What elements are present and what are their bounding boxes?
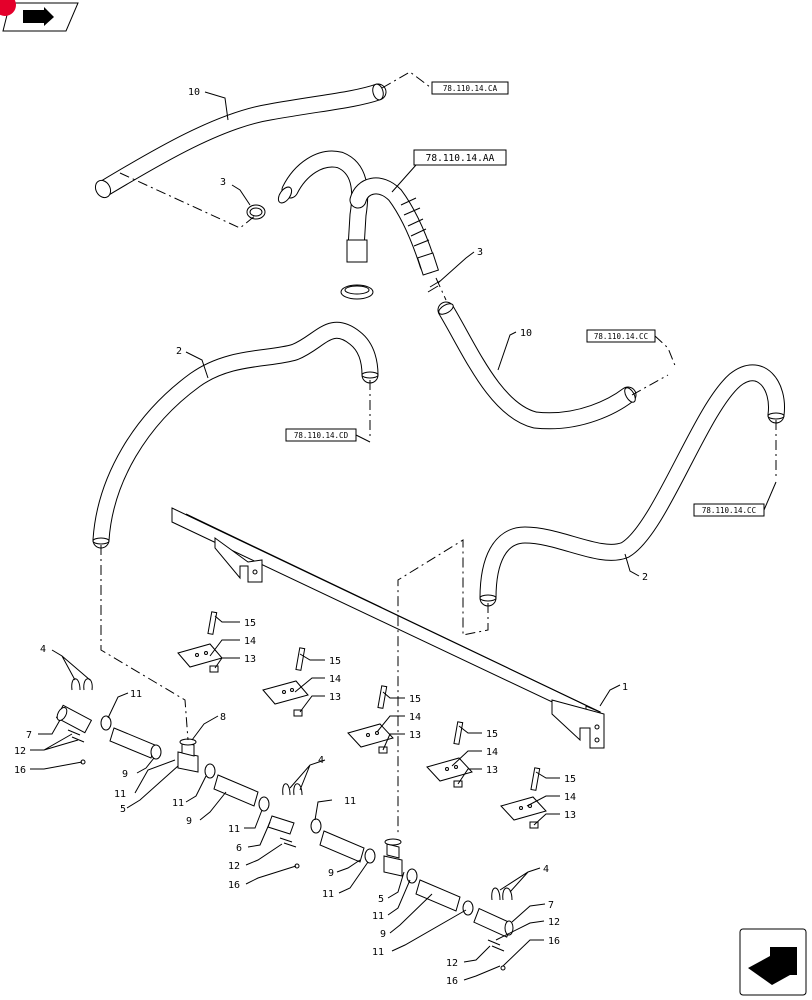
callout-14-d: 14	[486, 747, 498, 758]
callout-leaders	[30, 91, 640, 981]
red-circle-marker	[0, 0, 16, 16]
callout-9-b: 9	[186, 816, 192, 827]
callout-15-d: 15	[486, 729, 498, 740]
ref-box-cd[interactable]: 78.110.14.CD	[285, 428, 371, 443]
ref-box-ca[interactable]: 78.110.14.CA	[431, 81, 509, 95]
callout-11-c: 11	[172, 798, 184, 809]
callout-2-right: 2	[642, 572, 648, 583]
callout-9-a: 9	[122, 769, 128, 780]
callout-11-g: 11	[372, 911, 384, 922]
callout-13-c: 13	[409, 730, 421, 741]
ref-box-aa[interactable]: 78.110.14.AA	[391, 149, 507, 193]
callout-9-d: 9	[380, 929, 386, 940]
callout-labels: 10 3 3 10 2 2 1 15 14 13 15 14 13 15 14 …	[14, 87, 648, 987]
callout-10-lower: 10	[520, 328, 532, 339]
boom-bar-1	[171, 507, 605, 749]
forward-arrow-icon[interactable]	[739, 928, 807, 996]
svg-text:78.110.14.CC: 78.110.14.CC	[594, 332, 648, 341]
callout-5-right: 5	[378, 894, 384, 905]
callout-16-bottom: 16	[446, 976, 458, 987]
callout-13-e: 13	[564, 810, 576, 821]
plate-bracket-1	[177, 611, 223, 673]
callout-11-e: 11	[228, 824, 240, 835]
svg-text:78.110.14.CD: 78.110.14.CD	[294, 431, 349, 440]
callout-12-left: 12	[14, 746, 26, 757]
plate-bracket-4	[426, 721, 473, 788]
callout-11-f: 11	[322, 889, 334, 900]
plate-bracket-5	[500, 767, 547, 829]
callout-4-right: 4	[543, 864, 549, 875]
svg-text:78.110.14.CC: 78.110.14.CC	[702, 506, 756, 515]
callout-11-d: 11	[344, 796, 356, 807]
hose-2-right	[479, 364, 785, 607]
elbow-assembly	[277, 150, 440, 300]
callout-4-left: 4	[40, 644, 46, 655]
callout-12-bottom: 12	[446, 958, 458, 969]
callout-4-mid: 4	[318, 755, 324, 766]
callout-2-left: 2	[176, 346, 182, 357]
callout-5-left: 5	[120, 804, 126, 815]
callout-8-left: 8	[220, 712, 226, 723]
hose-2-left	[92, 321, 379, 549]
callout-16-right: 16	[548, 936, 560, 947]
pipe-assembly	[55, 678, 514, 971]
callout-15-a: 15	[244, 618, 256, 629]
callout-16-mid: 16	[228, 880, 240, 891]
callout-7-left: 7	[26, 730, 32, 741]
callout-3-left: 3	[220, 177, 226, 188]
callout-12-right: 12	[548, 917, 560, 928]
callout-14-b: 14	[329, 674, 341, 685]
plate-bracket-2	[262, 647, 309, 717]
callout-11-b: 11	[114, 789, 126, 800]
clamp-3-left	[246, 204, 266, 220]
callout-3-right: 3	[477, 247, 483, 258]
callout-10-upper: 10	[188, 87, 200, 98]
callout-14-a: 14	[244, 636, 256, 647]
callout-14-e: 14	[564, 792, 576, 803]
callout-6: 6	[236, 843, 242, 854]
callout-13-b: 13	[329, 692, 341, 703]
callout-11-h: 11	[372, 947, 384, 958]
svg-text:78.110.14.AA: 78.110.14.AA	[426, 153, 495, 164]
callout-16-left: 16	[14, 765, 26, 776]
callout-13-d: 13	[486, 765, 498, 776]
ref-box-cc-upper[interactable]: 78.110.14.CC	[586, 329, 677, 369]
ref-box-cc-lower[interactable]: 78.110.14.CC	[693, 481, 777, 517]
callout-13-a: 13	[244, 654, 256, 665]
callout-9-c: 9	[328, 868, 334, 879]
back-arrow-icon[interactable]	[2, 2, 79, 32]
hose-10-lower	[437, 301, 637, 430]
callout-11-a: 11	[130, 689, 142, 700]
callout-15-e: 15	[564, 774, 576, 785]
callout-15-c: 15	[409, 694, 421, 705]
hose-10-upper	[94, 83, 387, 199]
callout-12-mid: 12	[228, 861, 240, 872]
svg-text:78.110.14.CA: 78.110.14.CA	[443, 84, 498, 93]
callout-15-b: 15	[329, 656, 341, 667]
callout-1: 1	[622, 682, 628, 693]
routing-lines	[100, 71, 777, 836]
callout-14-c: 14	[409, 712, 421, 723]
callout-7-right: 7	[548, 900, 554, 911]
